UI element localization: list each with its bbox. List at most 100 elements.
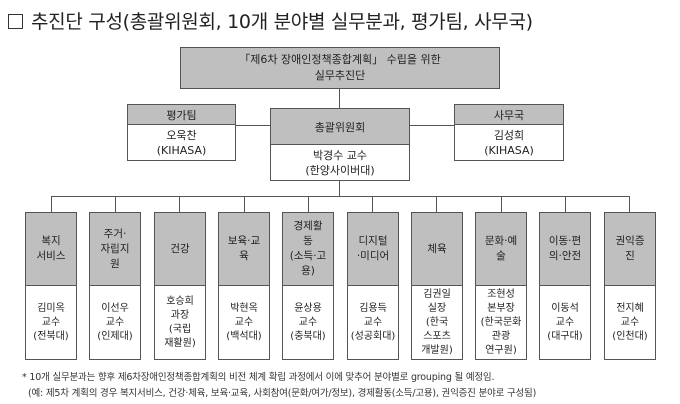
- subcommittee-field: 디지털 ·미디어: [348, 213, 398, 286]
- subcommittee-field-line: ·미디어: [356, 250, 390, 262]
- connector-drop: [565, 196, 566, 212]
- subcommittee-field-line: 경제활: [293, 220, 323, 232]
- subcommittee-lead-line: 전지혜: [616, 302, 644, 314]
- connector-drop: [115, 196, 116, 212]
- subcommittee-field-line: 건강: [170, 242, 190, 255]
- subcommittee-lead-line: 교수: [363, 316, 383, 328]
- subcommittee-lead-line: 관광: [491, 330, 511, 342]
- subcommittee-field-line: 원: [110, 257, 120, 270]
- steering-committee-org: (한양사이버대): [305, 163, 375, 177]
- subcommittee-field-line: 권익증: [615, 235, 645, 247]
- connector-drop: [51, 196, 52, 212]
- subcommittee-field-line: 체육: [427, 242, 447, 255]
- subcommittee-field-line: 문화·예: [484, 235, 518, 247]
- subcommittee-lead-line: 교수: [555, 316, 575, 328]
- steering-committee-chair: 박경수 교수: [312, 148, 368, 162]
- subcommittee-lead-line: 조현성: [487, 288, 515, 300]
- page-title-text: 추진단 구성(총괄위원회, 10개 분야별 실무분과, 평가팀, 사무국): [31, 11, 533, 33]
- footnote-1: * 10개 실무분과는 향후 제6차장애인정책종합계획의 비전 체계 확립 과정…: [22, 372, 495, 383]
- task-force-line-1: 「제6차 장애인정책종합계획」 수립을 위한: [239, 53, 441, 66]
- secretariat-box: 사무국 김성희 (KIHASA): [454, 104, 564, 161]
- subcommittee-field-line: 디지털: [358, 235, 388, 247]
- subcommittee-lead-line: 교수: [105, 316, 125, 328]
- subcommittee-field-line: 주거·: [103, 227, 127, 240]
- subcommittee-lead-line: 개발원): [421, 344, 453, 356]
- subcommittee-lead-line: (충북대): [290, 330, 326, 342]
- subcommittee-lead-line: 본부장: [487, 302, 515, 314]
- evaluation-team-org: (KIHASA): [156, 143, 207, 157]
- subcommittee-field-line: 의·안전: [548, 250, 582, 262]
- subcommittee-lead-line: 재활원): [164, 337, 196, 349]
- subcommittee-lead-line: 김권일: [423, 288, 451, 300]
- subcommittee-lead-line: 이선우: [101, 302, 129, 314]
- secretariat-body: 김성희 (KIHASA): [455, 125, 563, 160]
- subcommittee-lead-line: 과장: [170, 309, 190, 321]
- subcommittee-lead-line: 김용득: [359, 302, 387, 314]
- subcommittee-lead-line: 교수: [41, 316, 61, 328]
- subcommittee-lead-line: (대구대): [547, 330, 583, 342]
- connector-columns-horizontal: [51, 196, 629, 197]
- steering-committee-body: 박경수 교수 (한양사이버대): [271, 145, 409, 180]
- subcommittee-lead-line: 박현옥: [230, 302, 258, 314]
- subcommittee-field-line: 서비스: [36, 250, 66, 262]
- task-force-box: 「제6차 장애인정책종합계획」 수립을 위한 실무추진단: [180, 47, 500, 89]
- subcommittee-lead-line: 교수: [234, 316, 254, 328]
- secretariat-member: 김성희: [493, 128, 525, 142]
- subcommittee-field-line: 복지: [41, 235, 61, 247]
- connector-drop: [244, 196, 245, 212]
- connector-drop: [179, 196, 180, 212]
- evaluation-team-header: 평가팀: [128, 105, 235, 125]
- subcommittee-lead-line: (한국: [425, 316, 449, 328]
- evaluation-team-body: 오욱찬 (KIHASA): [128, 125, 235, 160]
- subcommittee-field-line: 자립지: [100, 242, 130, 255]
- subcommittee-lead-line: 실장: [427, 302, 447, 314]
- subcommittee-field-line: 육: [239, 250, 249, 262]
- subcommittee-field-line: 보육·교: [227, 235, 261, 247]
- subcommittee-lead-line: (인천대): [612, 330, 648, 342]
- connector-drop: [501, 196, 502, 212]
- subcommittee-lead-line: 스포츠: [423, 330, 451, 342]
- subcommittee-field-line: 진: [625, 250, 635, 262]
- subcommittee-lead-line: (백석대): [226, 330, 262, 342]
- subcommittee-lead-line: 교수: [298, 316, 318, 328]
- subcommittee-field-line: 이동·편: [548, 235, 582, 247]
- subcommittee-lead-line: 김미옥: [37, 302, 65, 314]
- page-title: 추진단 구성(총괄위원회, 10개 분야별 실무분과, 평가팀, 사무국): [8, 7, 533, 34]
- task-force-line-2: 실무추진단: [314, 69, 366, 82]
- evaluation-team-box: 평가팀 오욱찬 (KIHASA): [127, 104, 236, 161]
- subcommittee-lead-line: 윤상용: [294, 302, 322, 314]
- subcommittee-lead-line: (인제대): [97, 330, 133, 342]
- subcommittee-field-line: 동: [303, 235, 313, 247]
- subcommittee-lead-line: 호승희: [166, 295, 194, 307]
- footnote-2: (예: 제5차 계획의 경우 복지서비스, 건강·체육, 보육·교육, 사회참여…: [28, 388, 537, 399]
- subcommittee-field-line: 용): [301, 265, 315, 277]
- subcommittee-field: 체육: [412, 213, 462, 286]
- subcommittee-lead-line: 이동석: [551, 302, 579, 314]
